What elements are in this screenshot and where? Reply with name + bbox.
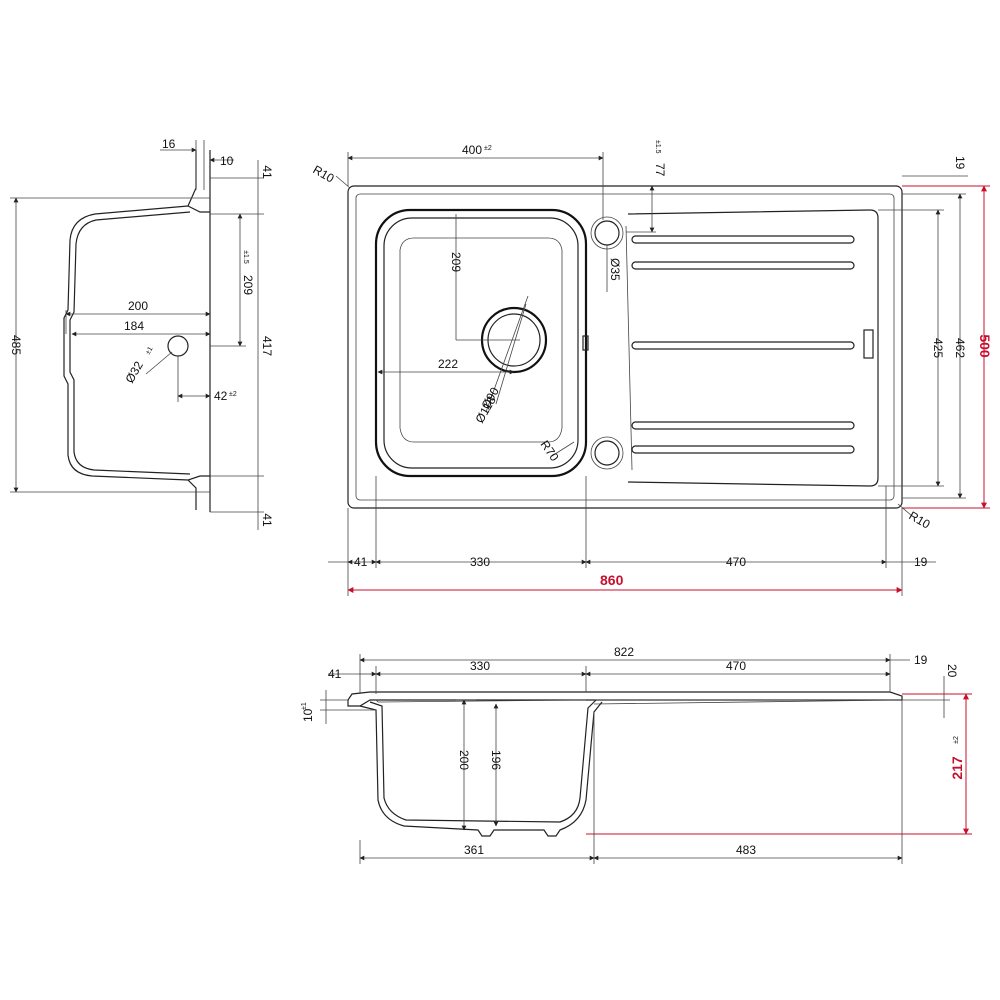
dim-10-front-tol: ±1: [301, 702, 308, 710]
dim-470-front: 470: [726, 659, 746, 673]
dim-41-top: 41: [260, 165, 274, 179]
dim-200: 200: [128, 299, 148, 313]
dim-20: 20: [945, 664, 959, 678]
dim-19-top: 19: [953, 156, 967, 170]
side-view-bowl-inner: [69, 211, 191, 475]
top-view-overflow: [582, 335, 589, 351]
dim-222: 222: [438, 357, 458, 371]
top-view-bowl-floor: [399, 237, 563, 443]
top-view-tap-hole-bottom-ring: [590, 436, 624, 470]
dim-10: 10: [220, 154, 234, 168]
front-view-bowl-outer: [359, 701, 603, 837]
top-view-bowl-inner: [383, 217, 579, 469]
top-view-drainer-stopper: [863, 329, 874, 359]
top-view-bowl-outer: [374, 208, 588, 478]
dim-10-front: 10: [301, 708, 315, 722]
dim-r10-top: R10: [311, 162, 337, 185]
side-view: 16 10 485 41 417 41 209 ±1.5 200 184 Ø32…: [9, 137, 274, 530]
dim-400: 400: [462, 143, 482, 157]
dim-470-top-view: 470: [726, 555, 746, 569]
top-view-drainer-grooves: [631, 235, 855, 454]
top-view-tap-hole-top-ring: [590, 216, 624, 250]
side-view-rim-top: [187, 150, 210, 213]
dim-196: 196: [489, 750, 503, 770]
dim-860: 860: [600, 572, 624, 588]
top-view-tap-hole-top: [594, 220, 620, 246]
dim-425: 425: [931, 338, 945, 358]
dim-19-top-view: 19: [914, 555, 928, 569]
dim-417: 417: [260, 336, 274, 356]
dim-209: 209: [241, 275, 255, 295]
dim-217-tol: ±2: [953, 736, 960, 744]
dim-42-tol: ±2: [229, 391, 237, 398]
front-view: 41 330 822 470 19 20 10 ±1 200 196 217 ±…: [301, 645, 972, 864]
top-view-deck: [355, 193, 895, 501]
top-view: R10 400 ±2 77 ±1.5 19 209 222 Ø90 Ø118 Ø…: [311, 140, 993, 596]
dim-r10-bottom: R10: [907, 508, 933, 531]
dim-77: 77: [653, 163, 667, 177]
dim-483: 483: [736, 843, 756, 857]
front-view-bowl-inner: [369, 699, 597, 823]
dim-462: 462: [953, 338, 967, 358]
dim-41-top-view: 41: [354, 555, 368, 569]
dim-19-front: 19: [914, 653, 928, 667]
dim-35: Ø35: [608, 258, 622, 281]
dim-184: 184: [124, 319, 144, 333]
dim-209-top: 209: [449, 252, 463, 272]
dim-41-bottom: 41: [260, 513, 274, 527]
top-view-drainer: [627, 209, 879, 487]
dim-330-top-view: 330: [470, 555, 490, 569]
dim-330-front: 330: [470, 659, 490, 673]
dim-209-tol: ±1.5: [242, 250, 249, 264]
dim-32: Ø32: [122, 359, 146, 386]
dim-400-tol: ±2: [484, 145, 492, 152]
dim-77-tol: ±1.5: [654, 140, 661, 154]
dim-16: 16: [162, 137, 176, 151]
top-view-tap-hole-bottom: [594, 440, 620, 466]
dim-485: 485: [9, 335, 23, 355]
dim-217: 217: [949, 756, 965, 780]
dim-822: 822: [614, 645, 634, 659]
side-view-bowl-outer: [63, 205, 189, 481]
side-view-rim-bottom: [186, 475, 210, 510]
front-view-deck: [347, 691, 903, 707]
dim-200-front: 200: [457, 750, 471, 770]
dim-361: 361: [464, 843, 484, 857]
dim-41-front: 41: [328, 667, 342, 681]
top-view-outline: [347, 185, 903, 509]
dim-500: 500: [977, 334, 993, 358]
dim-32-tol: ±1: [145, 346, 155, 356]
dim-42: 42: [214, 389, 228, 403]
